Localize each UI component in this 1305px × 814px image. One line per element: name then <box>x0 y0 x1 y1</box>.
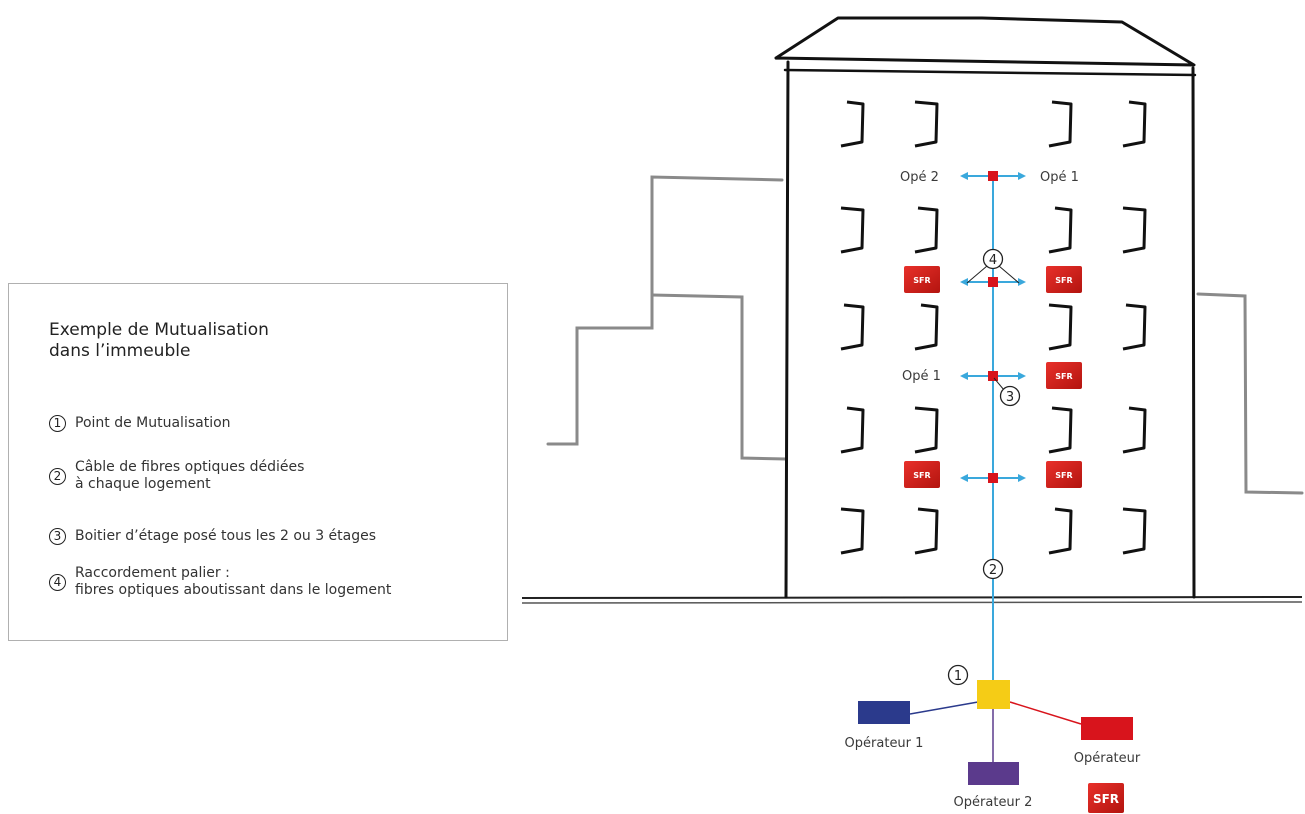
sfr-logo: SFR <box>1046 461 1082 488</box>
marker-3: 3 <box>993 377 1021 407</box>
floor-box <box>988 171 998 181</box>
label-ope1-top: Opé 1 <box>1040 170 1079 185</box>
operator-1-label: Opérateur 1 <box>845 736 924 751</box>
legend-number-3: 3 <box>49 528 66 545</box>
window <box>840 206 865 254</box>
ground-line <box>521 596 1303 604</box>
window <box>914 406 939 454</box>
windows <box>840 100 1147 555</box>
window <box>1122 100 1147 148</box>
sfr-logo: SFR <box>904 266 940 293</box>
legend-number-4: 4 <box>49 574 66 591</box>
floor-box-connection <box>960 371 1026 381</box>
operator-2-box <box>968 762 1019 785</box>
marker-1: 1 <box>947 664 969 686</box>
floor-box-connection <box>960 171 1026 181</box>
window <box>1048 507 1073 555</box>
sfr-logo: SFR <box>1046 362 1082 389</box>
operator-connections <box>909 701 1082 762</box>
legend-title-line2: dans l’immeuble <box>49 341 191 361</box>
operator-sfr-logo: SFR <box>1088 783 1124 813</box>
window <box>840 303 865 351</box>
window <box>914 507 939 555</box>
marker-4-number: 4 <box>989 253 997 268</box>
operator-sfr-label: Opérateur <box>1074 751 1141 766</box>
svg-text:SFR: SFR <box>1055 471 1072 480</box>
legend-title: Exemple de Mutualisation dans l’immeuble <box>49 320 269 362</box>
window <box>914 303 939 351</box>
legend-item-1-text: Point de Mutualisation <box>75 415 231 431</box>
window <box>1122 406 1147 454</box>
mutualisation-point <box>977 680 1010 709</box>
floor-box <box>988 277 998 287</box>
svg-text:SFR: SFR <box>1055 372 1072 381</box>
svg-text:SFR: SFR <box>1093 792 1119 806</box>
legend-item-2-line1: Câble de fibres optiques dédiées <box>75 459 305 475</box>
window <box>914 206 939 254</box>
marker-1-number: 1 <box>954 669 962 684</box>
legend-item-3-text: Boitier d’étage posé tous les 2 ou 3 éta… <box>75 528 377 544</box>
floor-box-connection <box>960 473 1026 483</box>
marker-2: 2 <box>982 558 1004 580</box>
label-ope1-mid: Opé 1 <box>902 369 941 384</box>
floor-box <box>988 371 998 381</box>
roof <box>774 16 1196 67</box>
legend-panel: Exemple de Mutualisation dans l’immeuble… <box>8 283 508 641</box>
floor-box <box>988 473 998 483</box>
sfr-logo: SFR <box>904 461 940 488</box>
legend-number-1: 1 <box>49 415 66 432</box>
operator-sfr-box <box>1081 717 1133 740</box>
window <box>1048 303 1073 351</box>
legend-item-2-text: Câble de fibres optiques dédiées à chaqu… <box>75 459 304 493</box>
legend-item-4-line2: fibres optiques aboutissant dans le loge… <box>75 582 392 598</box>
window <box>840 507 865 555</box>
legend-item-2-line2: à chaque logement <box>75 476 211 492</box>
window <box>840 406 865 454</box>
building-right-wall <box>1191 66 1196 599</box>
label-ope2-top: Opé 2 <box>900 170 939 185</box>
window <box>1122 507 1147 555</box>
window <box>840 100 865 148</box>
window <box>1048 406 1073 454</box>
sfr-logos: SFR SFR SFR SFR SFR <box>904 266 1082 488</box>
window <box>1122 206 1147 254</box>
roof-line <box>783 68 1197 77</box>
sfr-logo: SFR <box>1046 266 1082 293</box>
marker-4: 4 <box>966 248 1020 284</box>
legend-item-4-text: Raccordement palier : fibres optiques ab… <box>75 565 391 599</box>
neighbor-building-right <box>1196 292 1304 495</box>
marker-2-number: 2 <box>989 563 997 578</box>
main-building <box>774 16 1197 599</box>
building-left-wall <box>784 60 790 599</box>
window <box>914 100 939 148</box>
marker-3-number: 3 <box>1006 390 1014 405</box>
window <box>1048 206 1073 254</box>
svg-text:SFR: SFR <box>913 276 930 285</box>
operator-1-box <box>858 701 910 724</box>
window <box>1122 303 1147 351</box>
legend-title-line1: Exemple de Mutualisation <box>49 320 269 340</box>
legend-number-2: 2 <box>49 468 66 485</box>
operator-2-label: Opérateur 2 <box>954 795 1033 810</box>
floor-connections <box>960 171 1026 483</box>
neighbor-building-left <box>546 175 788 461</box>
window <box>1048 100 1073 148</box>
svg-text:SFR: SFR <box>913 471 930 480</box>
legend-item-4-line1: Raccordement palier : <box>75 565 230 581</box>
floor-box-connection <box>960 277 1026 287</box>
svg-text:SFR: SFR <box>1055 276 1072 285</box>
